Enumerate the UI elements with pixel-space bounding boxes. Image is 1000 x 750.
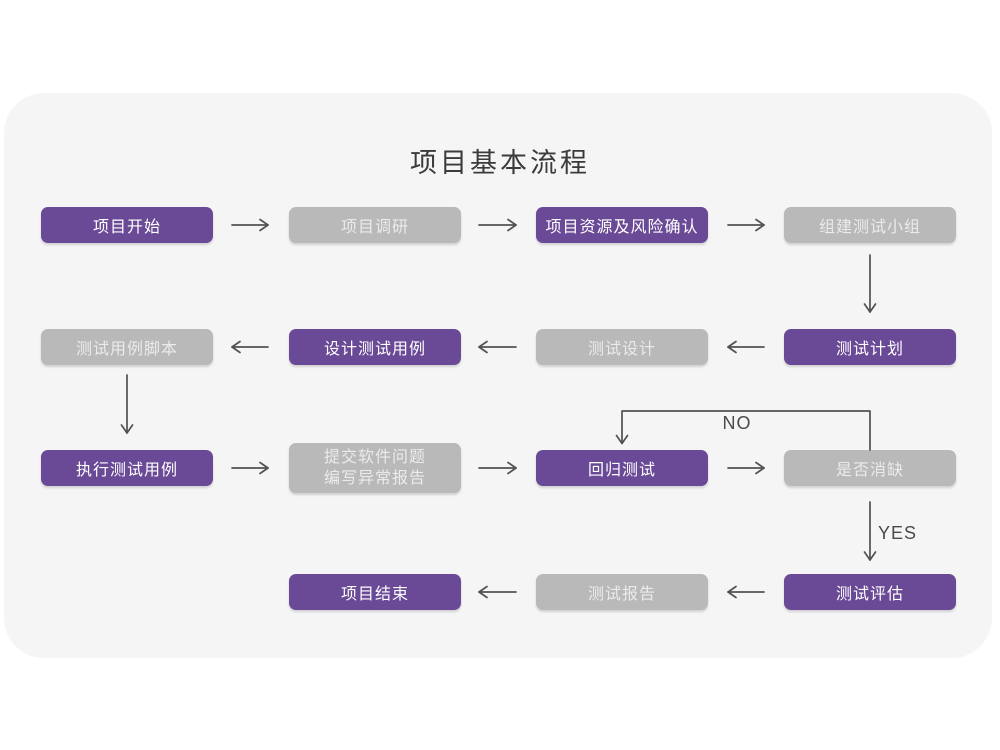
- node-test-plan: 测试计划: [784, 329, 956, 365]
- node-test-design: 测试设计: [536, 329, 708, 365]
- node-label-line1: 提交软件问题: [323, 449, 426, 466]
- node-submit-issues-report: 提交软件问题 编写异常报告: [289, 443, 461, 493]
- node-label: 设计测试用例: [323, 341, 426, 358]
- node-label: 执行测试用例: [75, 462, 178, 479]
- node-build-test-team: 组建测试小组: [784, 207, 956, 243]
- node-test-evaluation: 测试评估: [784, 574, 956, 610]
- edge-label-no: NO: [722, 413, 752, 433]
- node-label: 测试评估: [835, 586, 904, 603]
- node-label: 项目结束: [340, 586, 409, 603]
- node-execute-test-cases: 执行测试用例: [41, 450, 213, 486]
- node-regression-test: 回归测试: [536, 450, 708, 486]
- page-title: 项目基本流程: [410, 148, 590, 178]
- node-defect-resolved: 是否消缺: [784, 450, 956, 486]
- node-label: 测试用例脚本: [75, 341, 178, 358]
- node-project-research: 项目调研: [289, 207, 461, 243]
- node-project-resources-risk-confirm: 项目资源及风险确认: [536, 207, 708, 243]
- node-label: 回归测试: [587, 462, 656, 479]
- node-project-end: 项目结束: [289, 574, 461, 610]
- node-label: 测试报告: [587, 586, 656, 603]
- edge-label-yes: YES: [878, 523, 918, 543]
- node-label-line2: 编写异常报告: [323, 470, 426, 487]
- node-label: 是否消缺: [835, 462, 904, 479]
- node-label: 项目调研: [340, 219, 409, 236]
- node-label: 测试设计: [587, 341, 656, 358]
- node-label: 测试计划: [835, 341, 904, 358]
- node-design-test-cases: 设计测试用例: [289, 329, 461, 365]
- flowchart-card: [4, 93, 992, 658]
- node-test-case-scripts: 测试用例脚本: [41, 329, 213, 365]
- node-label: 组建测试小组: [818, 219, 921, 236]
- node-label: 项目开始: [92, 219, 161, 236]
- node-test-report: 测试报告: [536, 574, 708, 610]
- node-label: 项目资源及风险确认: [545, 219, 699, 236]
- node-project-start: 项目开始: [41, 207, 213, 243]
